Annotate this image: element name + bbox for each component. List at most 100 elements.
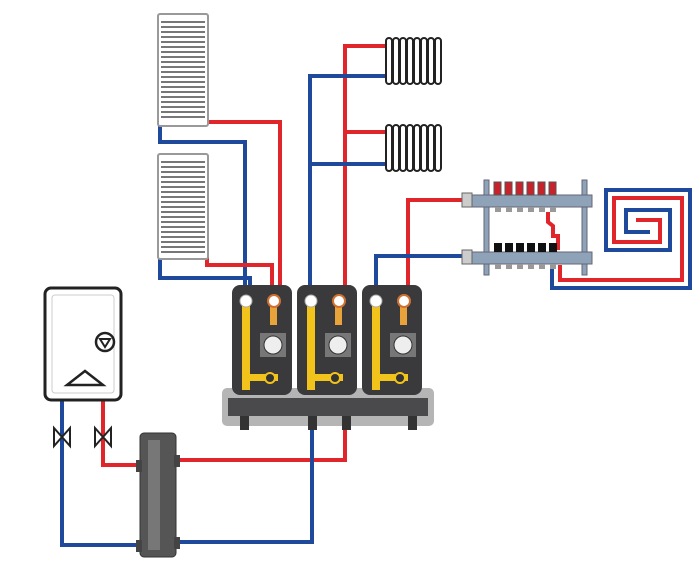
return-pipe xyxy=(550,188,692,290)
radiator-section xyxy=(399,124,407,172)
radiator-section xyxy=(434,37,442,85)
separator-port xyxy=(174,455,180,467)
pump-symbol-icon xyxy=(98,338,112,349)
pump-group-pipe xyxy=(270,305,277,325)
pump-head xyxy=(328,335,348,355)
underfloor-manifold xyxy=(461,179,593,276)
outlet xyxy=(517,264,523,269)
supply-pipe xyxy=(101,400,142,467)
header-bar xyxy=(228,398,428,416)
outlet xyxy=(539,207,545,212)
shutoff-valve-icon xyxy=(53,425,71,449)
outlet xyxy=(495,264,501,269)
outlet xyxy=(495,207,501,212)
header-stub xyxy=(240,416,249,430)
outlet xyxy=(506,207,512,212)
supply-pipe xyxy=(558,196,684,282)
flow-meter xyxy=(515,181,524,196)
wall-boiler xyxy=(43,286,123,402)
supply-pipe xyxy=(343,44,388,292)
valve-cap xyxy=(516,243,524,252)
return-pipe xyxy=(158,120,247,292)
boiler-body xyxy=(43,286,123,402)
return-pipe xyxy=(374,254,470,292)
manifold-return-bar xyxy=(467,251,593,265)
pump-group-pipe xyxy=(372,374,408,381)
outlet xyxy=(517,207,523,212)
radiator-section xyxy=(406,124,414,172)
towel-radiator xyxy=(157,153,209,260)
pump-group-pipe xyxy=(242,300,250,390)
mixing-valve xyxy=(329,372,341,384)
separator-port xyxy=(136,540,142,552)
return-pipe xyxy=(60,400,142,547)
separator-highlight xyxy=(148,440,160,550)
radiator-section xyxy=(392,124,400,172)
pump-group-pipe xyxy=(242,374,278,381)
column-radiator xyxy=(385,37,442,85)
radiator-section xyxy=(413,37,421,85)
radiator-section xyxy=(434,124,442,172)
distribution-header xyxy=(222,388,434,430)
radiator-section xyxy=(385,124,393,172)
thermometer-icon xyxy=(304,294,318,308)
separator-port xyxy=(136,460,142,472)
thermometer-icon xyxy=(332,294,346,308)
mixing-valve xyxy=(264,372,276,384)
outlet xyxy=(550,264,556,269)
header-stub xyxy=(342,416,351,430)
thermometer-icon xyxy=(369,294,383,308)
valve-cap xyxy=(527,243,535,252)
column-radiator xyxy=(385,124,442,172)
valve-cap xyxy=(494,243,502,252)
mixing-valve xyxy=(394,372,406,384)
valve-cap xyxy=(505,243,513,252)
supply-pipe xyxy=(205,257,274,292)
ball-valve xyxy=(461,192,473,208)
manifold-supply-bar xyxy=(467,194,593,208)
separator-port xyxy=(174,537,180,549)
pump-group-pipe xyxy=(307,374,343,381)
flow-meter xyxy=(526,181,535,196)
radiator-section xyxy=(392,37,400,85)
outlet xyxy=(550,207,556,212)
thermometer-icon xyxy=(397,294,411,308)
towel-radiator xyxy=(157,13,209,127)
radiator-section xyxy=(413,124,421,172)
pump-head xyxy=(263,335,283,355)
pump-symbol-icon xyxy=(94,331,116,353)
outlet xyxy=(506,264,512,269)
radiator-section xyxy=(406,37,414,85)
outlet xyxy=(528,264,534,269)
valve-cap xyxy=(538,243,546,252)
flow-meter xyxy=(493,181,502,196)
manifold-rod xyxy=(581,179,588,276)
supply-pipe xyxy=(406,198,470,292)
header-stub xyxy=(308,416,317,430)
pipes xyxy=(60,44,692,547)
pump-group-pipe xyxy=(335,305,342,325)
flow-meter xyxy=(504,181,513,196)
thermometer-icon xyxy=(239,294,253,308)
manifold-rod xyxy=(483,179,490,276)
pump-head xyxy=(393,335,413,355)
pump-group xyxy=(232,285,292,395)
supply-pipe xyxy=(207,120,282,292)
radiator-section xyxy=(399,37,407,85)
return-pipe xyxy=(308,74,388,292)
valve-cap xyxy=(549,243,557,252)
radiator-section xyxy=(385,37,393,85)
pump-group-pipe xyxy=(372,300,380,390)
flow-meter xyxy=(548,181,557,196)
radiator-section xyxy=(427,37,435,85)
radiator-section xyxy=(420,37,428,85)
return-pipe xyxy=(175,428,314,544)
ball-valve xyxy=(461,249,473,265)
supply-pipe xyxy=(175,428,347,462)
outlet xyxy=(539,264,545,269)
outlet xyxy=(528,207,534,212)
pump-group-pipe xyxy=(400,305,407,325)
pump-group xyxy=(362,285,422,395)
flow-meter xyxy=(537,181,546,196)
